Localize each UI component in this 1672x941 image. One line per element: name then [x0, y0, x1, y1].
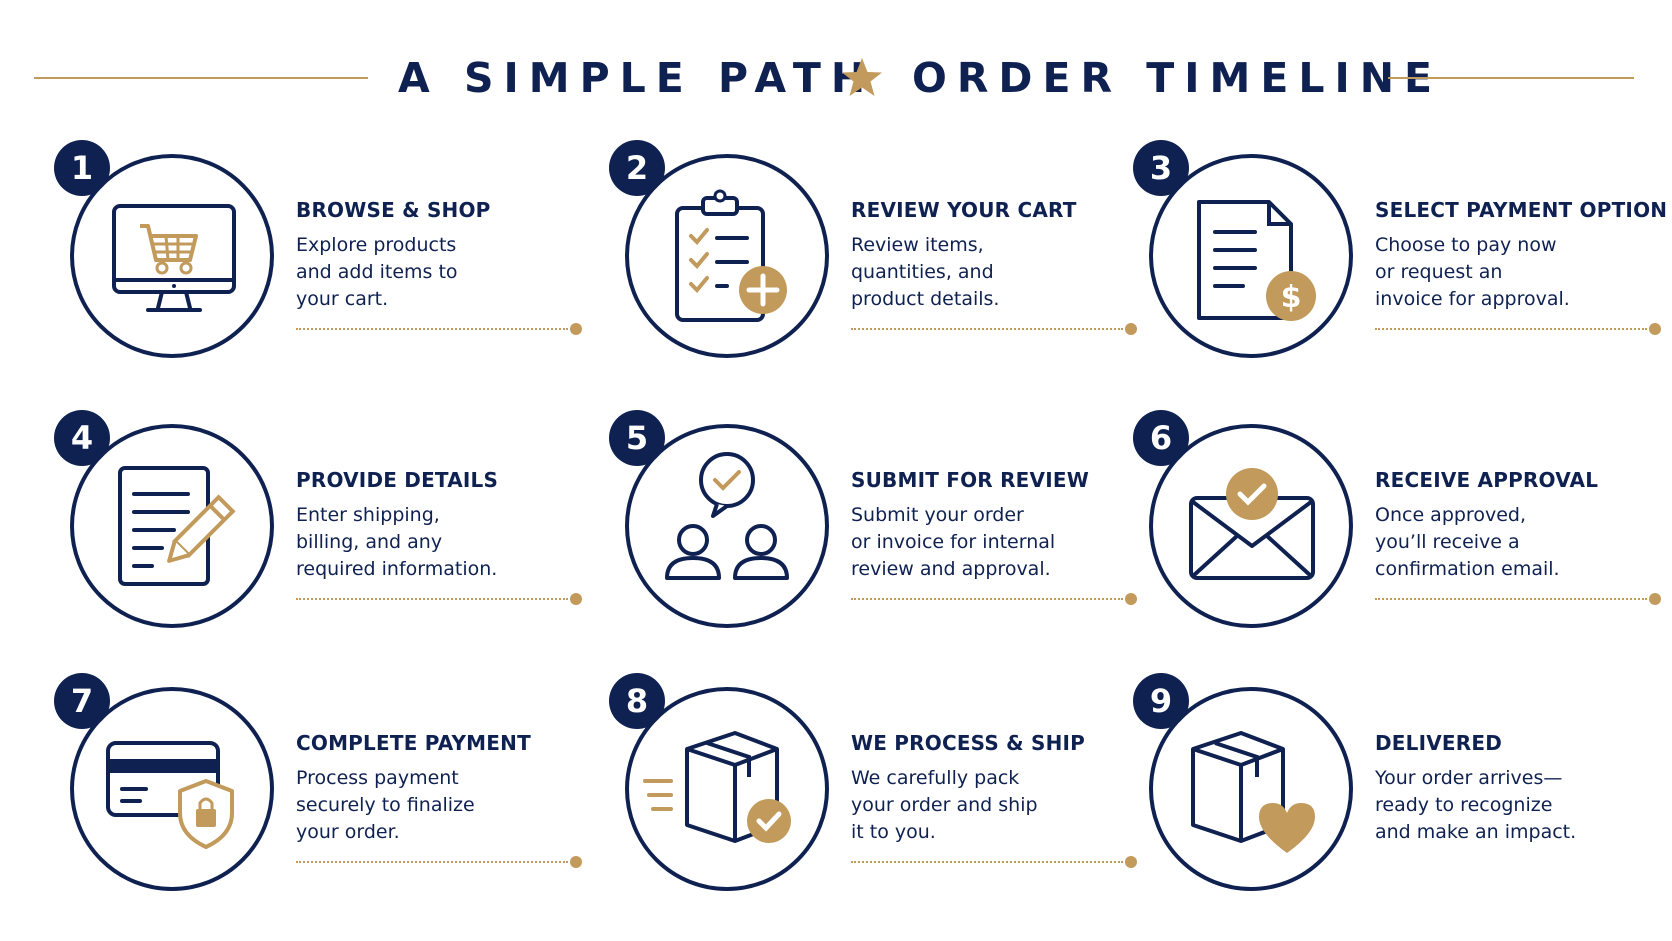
step-text: BROWSE & SHOP Explore products and add i…: [296, 198, 586, 313]
step-title: DELIVERED: [1375, 731, 1503, 755]
email-approved-icon: [1149, 424, 1353, 628]
step-text: DELIVERED Your order arrives— ready to r…: [1375, 731, 1665, 846]
step-icon-circle: 2: [609, 140, 831, 360]
step-text: PROVIDE DETAILS Enter shipping, billing,…: [296, 468, 586, 583]
step-number-badge: 2: [609, 140, 665, 196]
step-4: 4 PROVIDE DETAILS Enter shipping, billin…: [54, 410, 596, 630]
step-icon-circle: 4: [54, 410, 276, 630]
dotted-connector: [1375, 593, 1661, 605]
computer-cart-icon: [70, 154, 274, 358]
dotted-connector: [851, 856, 1137, 868]
page-title-part1: A SIMPLE PATH: [398, 54, 876, 102]
clipboard-checklist-icon: [625, 154, 829, 358]
dotted-connector: [851, 593, 1137, 605]
step-description: Once approved, you’ll receive a confirma…: [1375, 504, 1560, 580]
step-number-badge: 8: [609, 673, 665, 729]
step-icon-circle: 1: [54, 140, 276, 360]
step-icon-circle: 6: [1133, 410, 1355, 630]
step-text: SELECT PAYMENT OPTION Choose to pay now …: [1375, 198, 1668, 313]
step-number-badge: 4: [54, 410, 110, 466]
svg-text:$: $: [1281, 280, 1302, 315]
document-pencil-icon: [70, 424, 274, 628]
step-number-badge: 6: [1133, 410, 1189, 466]
step-description: We carefully pack your order and ship it…: [851, 767, 1038, 843]
step-title: WE PROCESS & SHIP: [851, 731, 1086, 755]
step-1: 1 BROWSE & SHOP Explore products and add…: [54, 140, 596, 360]
step-number-badge: 1: [54, 140, 110, 196]
step-description: Enter shipping, billing, and any require…: [296, 504, 498, 580]
step-number-badge: 5: [609, 410, 665, 466]
step-text: COMPLETE PAYMENT Process payment securel…: [296, 731, 586, 846]
box-shipping-icon: [625, 687, 829, 891]
step-description: Process payment securely to finalize you…: [296, 767, 475, 843]
dotted-connector: [296, 856, 582, 868]
step-icon-circle: 7: [54, 673, 276, 893]
step-title: SELECT PAYMENT OPTION: [1375, 198, 1668, 222]
header-rule-right: [1388, 77, 1634, 79]
step-icon-circle: 5: [609, 410, 831, 630]
step-title: RECEIVE APPROVAL: [1375, 468, 1599, 492]
step-title: COMPLETE PAYMENT: [296, 731, 531, 755]
dotted-connector: [296, 593, 582, 605]
header: A SIMPLE PATH ORDER TIMELINE: [0, 0, 1672, 150]
step-number-badge: 3: [1133, 140, 1189, 196]
people-review-icon: [625, 424, 829, 628]
step-title: REVIEW YOUR CART: [851, 198, 1077, 222]
card-shield-icon: [70, 687, 274, 891]
page-title-part2: ORDER TIMELINE: [912, 54, 1443, 102]
step-text: SUBMIT FOR REVIEW Submit your order or i…: [851, 468, 1141, 583]
dotted-connector: [851, 323, 1137, 335]
step-text: RECEIVE APPROVAL Once approved, you’ll r…: [1375, 468, 1665, 583]
step-6: 6 RECEIVE APPROVAL Once approved, you’ll…: [1133, 410, 1672, 630]
step-8: 8 WE PROCESS & SHIP We carefully pack yo…: [609, 673, 1151, 893]
step-3: $ 3 SELECT PAYMENT OPTION Choose to pay …: [1133, 140, 1672, 360]
step-title: PROVIDE DETAILS: [296, 468, 499, 492]
step-text: REVIEW YOUR CART Review items, quantitie…: [851, 198, 1141, 313]
step-icon-circle: 8: [609, 673, 831, 893]
step-9: 9 DELIVERED Your order arrives— ready to…: [1133, 673, 1672, 893]
step-icon-circle: 9: [1133, 673, 1355, 893]
step-number-badge: 7: [54, 673, 110, 729]
step-title: SUBMIT FOR REVIEW: [851, 468, 1089, 492]
step-title: BROWSE & SHOP: [296, 198, 491, 222]
step-description: Review items, quantities, and product de…: [851, 234, 1000, 310]
step-number-badge: 9: [1133, 673, 1189, 729]
step-description: Choose to pay now or request an invoice …: [1375, 234, 1570, 310]
dotted-connector: [1375, 323, 1661, 335]
step-description: Explore products and add items to your c…: [296, 234, 458, 310]
dotted-connector: [296, 323, 582, 335]
step-description: Submit your order or invoice for interna…: [851, 504, 1056, 580]
step-2: 2 REVIEW YOUR CART Review items, quantit…: [609, 140, 1151, 360]
step-description: Your order arrives— ready to recognize a…: [1375, 767, 1577, 843]
header-rule-left: [34, 77, 368, 79]
step-7: 7 COMPLETE PAYMENT Process payment secur…: [54, 673, 596, 893]
step-5: 5 SUBMIT FOR REVIEW Submit your order or…: [609, 410, 1151, 630]
box-heart-icon: [1149, 687, 1353, 891]
step-text: WE PROCESS & SHIP We carefully pack your…: [851, 731, 1141, 846]
star-icon: [842, 58, 882, 96]
step-icon-circle: $ 3: [1133, 140, 1355, 360]
invoice-dollar-icon: $: [1149, 154, 1353, 358]
